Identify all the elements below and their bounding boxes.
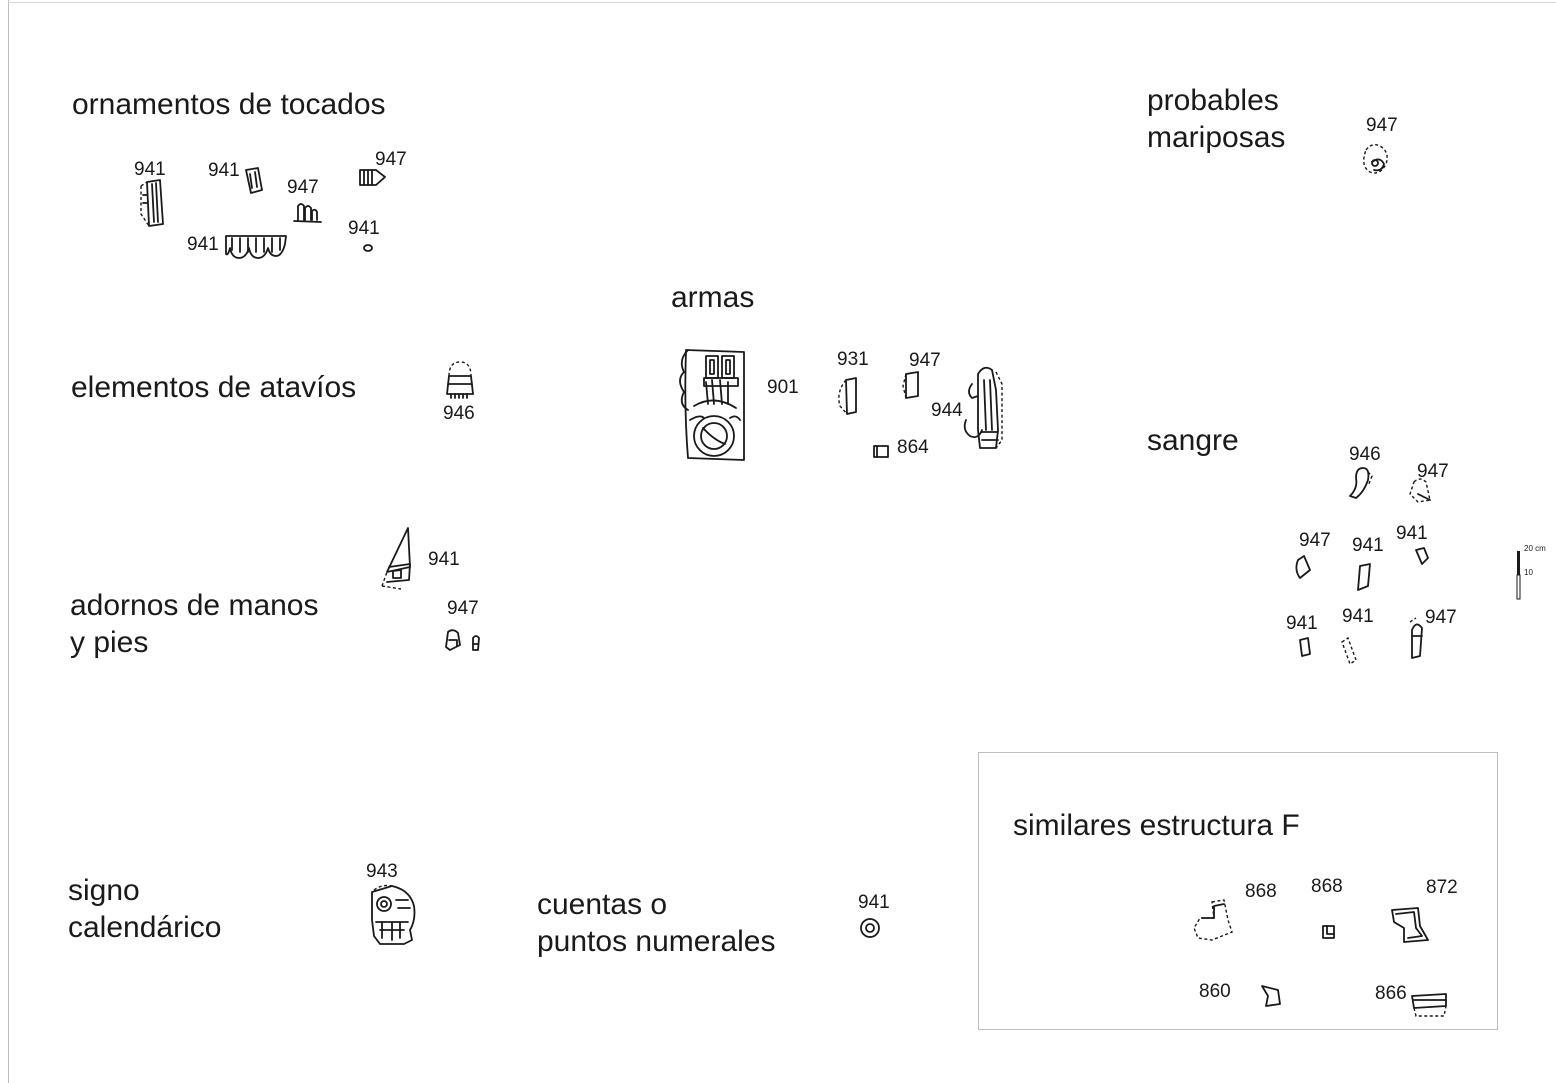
label-mariposas-947: 947 (1366, 115, 1398, 136)
fragment-armas-901 (679, 349, 745, 461)
heading-cuentas-line2: puntos numerales (537, 925, 776, 958)
label-manos-941: 941 (428, 549, 460, 570)
fragment-sangre-941-a (1357, 563, 1371, 591)
scale-bar: 20 cm 10 (1516, 544, 1546, 600)
label-sangre-947-b: 947 (1299, 530, 1331, 551)
fragment-sangre-941-d (1341, 636, 1357, 666)
fragment-estructura-f-868-a (1193, 899, 1233, 941)
heading-probables-mariposas-line1: probables (1147, 84, 1279, 117)
label-sangre-941-d: 941 (1342, 606, 1374, 627)
fragment-manos-947-a (445, 629, 461, 651)
label-armas-947: 947 (909, 350, 941, 371)
label-tocados-941-d: 941 (187, 234, 219, 255)
label-sangre-947-a: 947 (1417, 461, 1449, 482)
fragment-estructura-f-868-b (1322, 925, 1335, 939)
heading-ornamentos-de-tocados: ornamentos de tocados (72, 88, 386, 121)
fragment-estructura-f-866 (1411, 993, 1447, 1017)
fragment-manos-941 (381, 527, 411, 590)
fragment-tocados-947-b (359, 169, 386, 186)
fragment-sangre-947-c (1409, 617, 1423, 659)
heading-similares-estructura-f: similares estructura F (1013, 809, 1300, 842)
scale-label-20cm: 20 cm (1524, 544, 1546, 553)
fragment-mariposas-947 (1363, 143, 1388, 174)
heading-armas: armas (671, 281, 755, 314)
fragment-tocados-941-d (225, 235, 287, 259)
fragment-sangre-947-b (1295, 555, 1311, 579)
label-armas-931: 931 (837, 349, 869, 370)
label-estructura-f-868-a: 868 (1245, 881, 1277, 902)
fragment-sangre-941-b (1415, 547, 1429, 565)
label-armas-901: 901 (767, 377, 799, 398)
label-cuentas-941: 941 (858, 892, 890, 913)
label-atavios-946: 946 (443, 403, 475, 424)
label-estructura-f-860: 860 (1199, 981, 1231, 1002)
fragment-calendarico-943 (371, 884, 416, 945)
label-sangre-941-b: 941 (1396, 523, 1428, 544)
fragment-sangre-946 (1349, 467, 1373, 499)
label-estructura-f-872: 872 (1426, 877, 1458, 898)
label-armas-944: 944 (931, 400, 963, 421)
heading-elementos-de-atavios: elementos de atavíos (71, 371, 357, 404)
fragment-estructura-f-872 (1391, 907, 1429, 943)
heading-probables-mariposas-line2: mariposas (1147, 121, 1286, 154)
heading-cuentas-line1: cuentas o (537, 888, 668, 921)
fragment-sangre-947-a (1409, 478, 1431, 503)
estructura-f-inset-box (978, 752, 1498, 1030)
label-calendarico-943: 943 (366, 861, 398, 882)
fragment-armas-947 (902, 371, 919, 399)
heading-sangre: sangre (1147, 424, 1239, 457)
fragment-tocados-947-a (293, 203, 322, 223)
label-tocados-947-a: 947 (287, 177, 319, 198)
fragment-estructura-f-860 (1261, 985, 1281, 1007)
fragment-atavios-946 (446, 361, 474, 399)
label-tocados-941-b: 941 (208, 160, 240, 181)
fragment-cuentas-941 (860, 918, 880, 938)
frame-left-edge (8, 0, 9, 1083)
fragment-sangre-941-c (1299, 637, 1311, 657)
label-tocados-941-a: 941 (134, 159, 166, 180)
label-estructura-f-868-b: 868 (1311, 876, 1343, 897)
fragment-tocados-941-c (363, 244, 373, 252)
fragment-tocados-941-a (140, 179, 164, 227)
fragment-armas-931 (838, 377, 857, 415)
frame-top-edge (8, 2, 1556, 3)
heading-signo-calendarico-line1: signo (68, 874, 140, 907)
label-sangre-947-c: 947 (1425, 607, 1457, 628)
fragment-tocados-941-b (245, 167, 263, 194)
heading-adornos-manos-line2: y pies (70, 626, 149, 659)
label-armas-864: 864 (897, 437, 929, 458)
label-sangre-941-c: 941 (1286, 613, 1318, 634)
fragment-manos-947-b (472, 635, 480, 651)
fragment-armas-944 (963, 366, 1003, 449)
heading-signo-calendarico-line2: calendárico (68, 911, 222, 944)
fragment-armas-864 (873, 445, 889, 458)
scale-label-10: 10 (1524, 568, 1533, 577)
label-estructura-f-866: 866 (1375, 983, 1407, 1004)
label-tocados-947-b: 947 (375, 149, 407, 170)
label-manos-947: 947 (447, 598, 479, 619)
label-tocados-941-c: 941 (348, 218, 380, 239)
heading-adornos-manos-line1: adornos de manos (70, 589, 319, 622)
label-sangre-946: 946 (1349, 444, 1381, 465)
label-sangre-941-a: 941 (1352, 535, 1384, 556)
